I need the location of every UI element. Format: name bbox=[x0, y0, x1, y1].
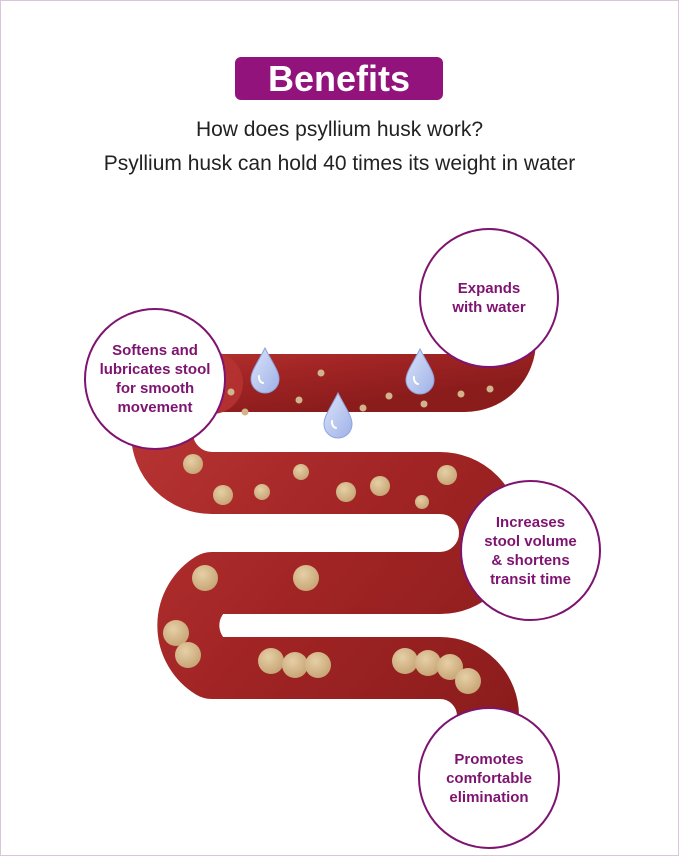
callout-promotes: Promotes comfortable elimination bbox=[418, 707, 560, 849]
callout-increases: Increases stool volume & shortens transi… bbox=[460, 480, 601, 621]
stool-particles-medium bbox=[183, 454, 457, 509]
callout-expands: Expands with water bbox=[419, 228, 559, 368]
water-drop-icon bbox=[323, 391, 353, 439]
water-drop-icon bbox=[405, 347, 435, 395]
callout-softens: Softens and lubricates stool for smooth … bbox=[84, 308, 226, 450]
subtitle-question: How does psyllium husk work? bbox=[195, 118, 484, 141]
stool-particles-large bbox=[163, 565, 481, 694]
benefits-badge: Benefits bbox=[235, 57, 443, 100]
water-drop-icon bbox=[250, 346, 280, 394]
subtitle-fact: Psyllium husk can hold 40 times its weig… bbox=[103, 152, 576, 175]
